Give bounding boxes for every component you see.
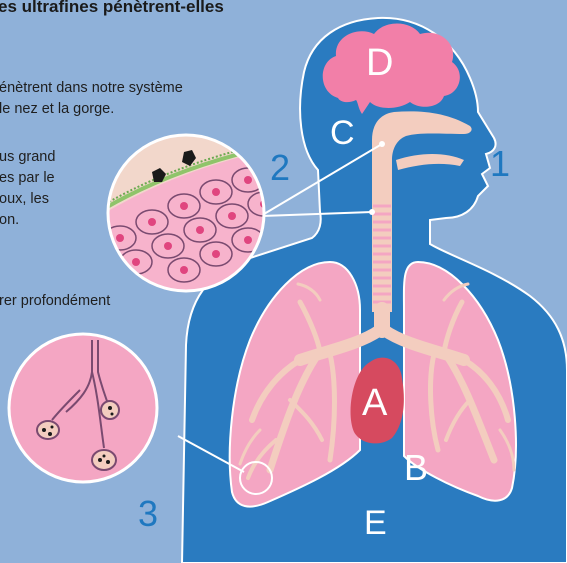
number-3: 3 (138, 496, 158, 532)
number-2: 2 (270, 150, 290, 186)
paragraph-line-1: énètrent dans notre système (0, 78, 183, 99)
page-title: es ultrafines pénètrent-elles (0, 0, 224, 17)
marker-trachea (369, 209, 375, 215)
paragraph-line-3: us grand (0, 147, 55, 168)
label-c: C (330, 116, 355, 150)
paragraph-line-6: on. (0, 210, 19, 231)
alveoli-callout (9, 334, 157, 482)
number-1: 1 (490, 146, 510, 182)
label-d: D (366, 44, 393, 82)
marker-throat (379, 141, 385, 147)
label-a: A (362, 384, 387, 422)
paragraph-line-7: rer profondément (0, 291, 110, 312)
paragraph-line-2: le nez et la gorge. (0, 99, 114, 120)
paragraph-line-5: oux, les (0, 189, 49, 210)
paragraph-line-4: es par le (0, 168, 55, 189)
label-e: E (364, 506, 387, 540)
label-b: B (404, 450, 428, 486)
